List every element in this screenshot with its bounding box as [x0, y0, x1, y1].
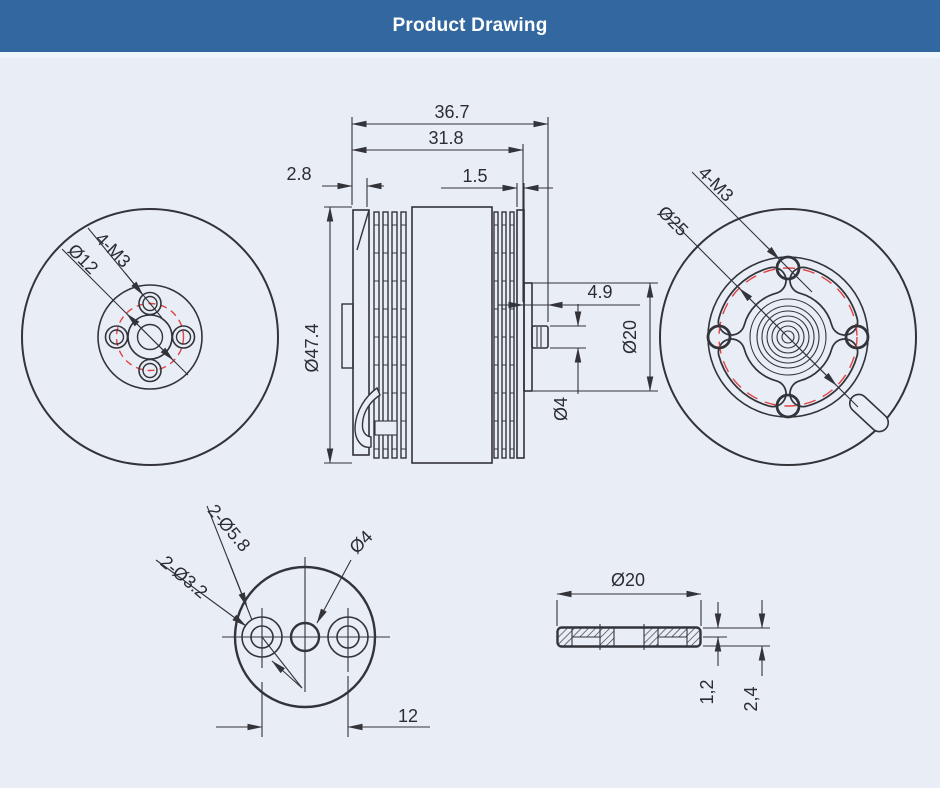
adapter-centerlines — [222, 557, 390, 692]
adapter-section-view: Ø20 1,2 — [556, 570, 770, 712]
side-outer-dia-dim: Ø47.4 — [302, 323, 322, 372]
page-header: Product Drawing — [0, 0, 940, 52]
side-view-dimensions: 36.7 31.8 2.8 1.5 Ø47.4 4.9 — [286, 102, 658, 464]
side-right-fins — [493, 211, 515, 459]
rear-view: 4-M3 Ø12 — [21, 208, 279, 466]
page-title: Product Drawing — [392, 15, 548, 36]
rear-bolt-holes — [104, 291, 196, 383]
adapter-through-hole-label: 2-Ø3.2 — [156, 552, 211, 603]
adapter-counterbore-label: 2-Ø5.8 — [204, 500, 255, 555]
adapter-dimension-lines — [155, 505, 430, 737]
side-shaft-extension-dim: 4.9 — [587, 282, 612, 302]
front-view: 4-M3 Ø25 — [654, 162, 917, 466]
front-kidney-slots — [717, 266, 859, 408]
side-shaft — [531, 325, 549, 349]
adapter-section-body — [556, 624, 702, 650]
front-bolt-pattern-label: 4-M3 — [694, 162, 737, 205]
adapter-center-hole-label: Ø4 — [345, 526, 376, 557]
adapter-hole-spacing-dim: 12 — [398, 706, 418, 726]
rear-dimension-lines — [61, 227, 189, 376]
adapter-section-thickness-dims — [703, 600, 770, 676]
side-front-plate-dim: 1.5 — [462, 166, 487, 186]
side-view-body — [341, 206, 549, 464]
front-bolt-circle-dia-label: Ø25 — [654, 202, 692, 240]
side-view: 36.7 31.8 2.8 1.5 Ø47.4 4.9 — [286, 102, 658, 464]
side-left-fins — [373, 211, 407, 459]
adapter-section-step-dim: 1,2 — [697, 679, 717, 704]
side-shaft-dia-dim: Ø4 — [551, 397, 571, 421]
adapter-section-dia-dim: Ø20 — [611, 570, 645, 590]
side-overall-length-dim: 36.7 — [434, 102, 469, 122]
front-wire-slot — [848, 393, 890, 433]
front-center-rings — [749, 298, 827, 376]
front-dimension-lines — [665, 171, 859, 408]
side-body-length-dim: 31.8 — [428, 128, 463, 148]
side-wire-hook — [354, 386, 398, 448]
side-rotor-can — [411, 206, 493, 464]
side-rear-plate-dim: 2.8 — [286, 164, 311, 184]
adapter-section-total-dim: 2,4 — [741, 686, 761, 711]
front-bolt-holes — [706, 255, 870, 419]
side-flange — [523, 282, 533, 392]
side-flange-dia-dim: Ø20 — [620, 320, 640, 354]
adapter-front-view: 2-Ø5.8 2-Ø3.2 Ø4 12 — [155, 500, 430, 737]
header-accent-strip — [0, 52, 940, 58]
